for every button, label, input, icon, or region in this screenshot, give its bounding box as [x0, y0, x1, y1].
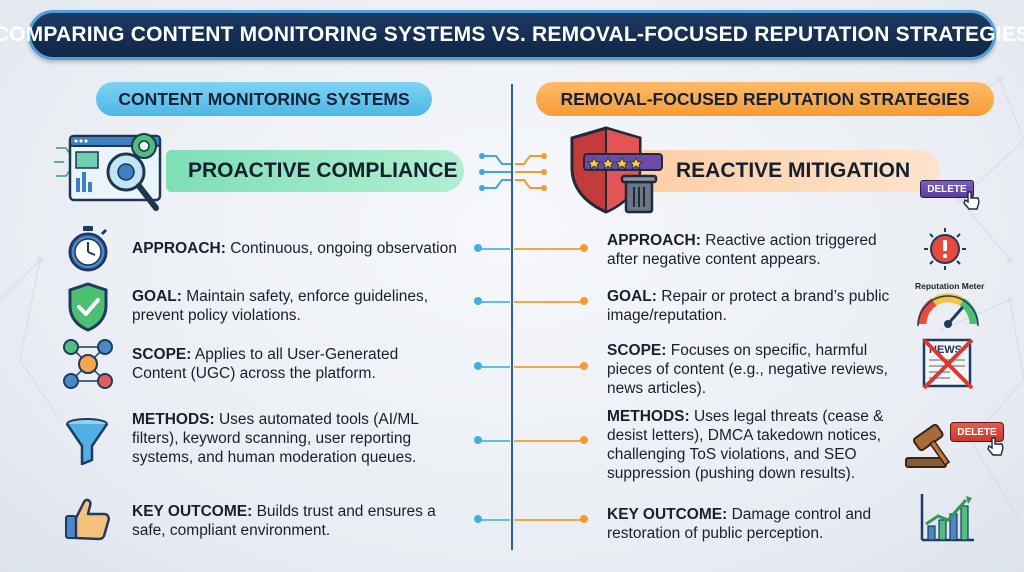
row-text: filters), keyword scanning, user reporti…: [132, 430, 412, 447]
row-text: after negative content appears.: [607, 251, 821, 268]
row-text: Damage control and: [731, 506, 872, 523]
reputation-meter-gauge-icon: [917, 293, 979, 328]
row-text: safe, compliant environment.: [132, 522, 331, 539]
connector-line: [514, 366, 584, 368]
row-text: challenging ToS violations, and SEO: [607, 446, 857, 463]
row-text: Maintain safety, enforce guidelines,: [186, 288, 429, 305]
cursor-hand-icon: [963, 191, 980, 210]
connector-dot: [580, 436, 588, 444]
left-column-header: CONTENT MONITORING SYSTEMS: [96, 82, 432, 116]
row-label: METHODS:: [132, 411, 215, 428]
crossed-out-newspaper-icon: NEWS: [922, 338, 974, 390]
connector-line: [514, 248, 584, 250]
circuit-connector-icon: [479, 153, 547, 191]
row-label: METHODS:: [607, 408, 690, 425]
row-text: Continuous, ongoing observation: [230, 240, 457, 257]
delete-button-graphic: DELETE: [950, 422, 1004, 442]
row-label: KEY OUTCOME:: [132, 503, 253, 520]
connector-dot: [580, 515, 588, 523]
row-text: Builds trust and ensures a: [256, 503, 436, 520]
row-label: SCOPE:: [607, 342, 667, 359]
row-text: Repair or protect a brand’s public: [661, 288, 890, 305]
row-text: news articles).: [607, 380, 707, 397]
center-divider: [511, 84, 513, 550]
row-text: Uses legal threats (cease &: [693, 408, 884, 425]
row-text: Content (UGC) across the platform.: [132, 365, 376, 382]
funnel-filter-icon: [65, 418, 109, 466]
proactive-compliance-label: PROACTIVE COMPLIANCE: [188, 159, 458, 182]
connector-line: [514, 301, 584, 303]
row-text: Focuses on specific, harmful: [670, 342, 868, 359]
reputation-shield-trash-icon: [570, 126, 663, 214]
row-text: Reactive action triggered: [705, 232, 877, 249]
right-column-header: REMOVAL-FOCUSED REPUTATION STRATEGIES: [536, 82, 994, 116]
left-row-approach: APPROACH: Continuous, ongoing observatio…: [132, 239, 482, 258]
row-text: systems, and human moderation queues.: [132, 449, 417, 466]
row-label: APPROACH:: [132, 240, 226, 257]
page-title: COMPARING CONTENT MONITORING SYSTEMS VS.…: [0, 23, 1024, 46]
connector-dot: [474, 362, 482, 370]
growth-chart-icon: [920, 494, 974, 542]
reactive-mitigation-banner: REACTIVE MITIGATION: [640, 150, 940, 192]
row-label: KEY OUTCOME:: [607, 506, 728, 523]
title-banner: COMPARING CONTENT MONITORING SYSTEMS VS.…: [0, 10, 1024, 60]
connector-dot: [474, 297, 482, 305]
proactive-compliance-banner: PROACTIVE COMPLIANCE: [166, 150, 464, 192]
row-text: pieces of content (e.g., negative review…: [607, 361, 888, 378]
alert-warning-icon: [924, 228, 966, 270]
stopwatch-icon: [68, 226, 108, 272]
connector-dot: [580, 244, 588, 252]
right-row-scope: SCOPE: Focuses on specific, harmful piec…: [607, 341, 917, 398]
connector-line: [478, 440, 510, 442]
connector-dot: [580, 362, 588, 370]
monitoring-dashboard-icon: [54, 133, 162, 211]
row-label: APPROACH:: [607, 232, 701, 249]
row-text: Applies to all User-Generated: [194, 346, 399, 363]
left-row-scope: SCOPE: Applies to all User-Generated Con…: [132, 345, 482, 383]
reactive-mitigation-label: REACTIVE MITIGATION: [676, 159, 911, 182]
left-row-methods: METHODS: Uses automated tools (AI/ML fil…: [132, 410, 482, 467]
cursor-hand-icon: [987, 437, 1004, 456]
reputation-meter-label: Reputation Meter: [915, 281, 985, 291]
connector-dot: [580, 297, 588, 305]
connector-line: [478, 301, 510, 303]
connector-line: [478, 366, 510, 368]
right-row-approach: APPROACH: Reactive action triggered afte…: [607, 231, 907, 269]
row-text: restoration of public perception.: [607, 525, 824, 542]
connector-line: [478, 248, 510, 250]
row-text: prevent policy violations.: [132, 307, 301, 324]
shield-check-icon: [68, 282, 108, 332]
connector-dot: [474, 515, 482, 523]
left-row-goal: GOAL: Maintain safety, enforce guideline…: [132, 287, 482, 325]
row-label: SCOPE:: [132, 346, 192, 363]
row-text: image/reputation.: [607, 307, 727, 324]
user-network-icon: [63, 339, 113, 389]
row-label: GOAL:: [132, 288, 182, 305]
delete-button-label: DELETE: [927, 183, 967, 195]
row-text: desist letters), DMCA takedown notices,: [607, 427, 881, 444]
row-text: Uses automated tools (AI/ML: [218, 411, 419, 428]
connector-dot: [474, 244, 482, 252]
right-row-goal: GOAL: Repair or protect a brand’s public…: [607, 287, 907, 325]
right-row-key-outcome: KEY OUTCOME: Damage control and restorat…: [607, 505, 907, 543]
delete-button-graphic: DELETE: [920, 180, 974, 198]
delete-button-label: DELETE: [957, 426, 997, 438]
thumbs-up-icon: [65, 498, 111, 541]
connector-line: [478, 519, 510, 521]
gavel-icon: [905, 423, 951, 468]
connector-dot: [474, 436, 482, 444]
row-label: GOAL:: [607, 288, 657, 305]
right-row-methods: METHODS: Uses legal threats (cease & des…: [607, 407, 907, 483]
connector-line: [514, 440, 584, 442]
connector-line: [514, 519, 584, 521]
row-text: suppression (pushing down results).: [607, 465, 856, 482]
left-row-key-outcome: KEY OUTCOME: Builds trust and ensures a …: [132, 502, 482, 540]
